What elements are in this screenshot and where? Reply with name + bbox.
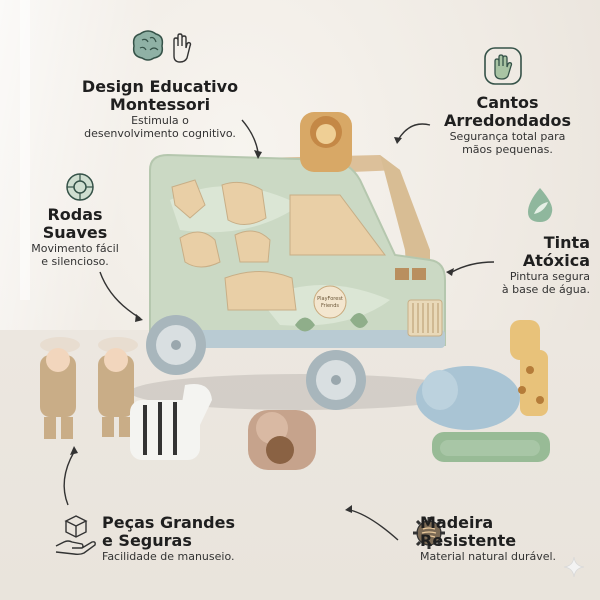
shape-sorter-truck xyxy=(149,153,446,348)
callout-arrowheads xyxy=(70,137,454,513)
feature-pecas: Peças Grandes e Seguras Facilidade de ma… xyxy=(102,513,262,564)
feature-cantos-desc-1: Segurança total para xyxy=(449,130,566,143)
badge-line2: Friends xyxy=(321,303,339,309)
feature-pecas-desc-1: Facilidade de manuseio. xyxy=(102,550,235,563)
feature-rodas-desc-2: e silencioso. xyxy=(41,255,109,268)
feature-design-desc-1: Estimula o xyxy=(131,114,189,127)
tire-icon xyxy=(66,173,94,201)
truck-shadow xyxy=(130,374,470,410)
sparkle-icon xyxy=(563,556,585,578)
giraffe-figure xyxy=(510,320,548,416)
feature-rodas-title-2: Suaves xyxy=(42,223,108,242)
monkey-figure xyxy=(248,410,316,470)
leaf-drop-icon xyxy=(528,188,553,222)
feature-pecas-title-2: e Seguras xyxy=(102,531,192,550)
badge-line1: PlayForest xyxy=(317,296,343,302)
explorer-figure-2 xyxy=(98,337,138,437)
gear-wood-icon xyxy=(413,517,445,549)
front-wheel xyxy=(306,350,366,410)
callout-arrows xyxy=(63,119,495,541)
feature-design-desc-2: desenvolvimento cognitivo. xyxy=(84,127,236,140)
feature-pecas-title-1: Peças Grandes xyxy=(102,513,235,532)
window-frame xyxy=(20,0,30,300)
explorer-figure-1 xyxy=(40,337,80,439)
feature-madeira-desc-1: Material natural durável. xyxy=(420,550,557,563)
feature-tinta-title-2: Atóxica xyxy=(522,251,590,270)
crocodile-figure xyxy=(432,432,550,462)
feature-cantos-title-1: Cantos xyxy=(476,93,539,112)
feature-design: Design Educativo Montessori Estimula o d… xyxy=(70,77,250,141)
feature-tinta-title-1: Tinta xyxy=(543,233,590,252)
feature-tinta-desc-2: à base de água. xyxy=(501,283,590,296)
feature-design-title-1: Design Educativo xyxy=(81,77,239,96)
feature-madeira: Madeira Resistente Material natural durá… xyxy=(420,513,570,564)
feature-rodas: Rodas Suaves Movimento fácil e silencios… xyxy=(20,205,130,269)
feature-cantos-title-2: Arredondados xyxy=(443,111,572,130)
hand-icon-cantos xyxy=(484,47,522,85)
feature-cantos: Cantos Arredondados Segurança total para… xyxy=(430,93,585,157)
box-hand-icon xyxy=(55,515,96,556)
rear-wheel xyxy=(146,315,206,375)
feature-rodas-title-1: Rodas xyxy=(47,205,103,224)
zebra-figure xyxy=(130,384,212,460)
feature-design-title-2: Montessori xyxy=(109,95,211,114)
lion-figure xyxy=(300,112,352,172)
feature-madeira-title-1: Madeira xyxy=(420,513,494,532)
brain-icon xyxy=(132,30,164,61)
hand-icon xyxy=(173,33,192,63)
feature-cantos-desc-2: mãos pequenas. xyxy=(462,143,553,156)
feature-rodas-desc-1: Movimento fácil xyxy=(31,242,119,255)
feature-tinta-desc-1: Pintura segura xyxy=(509,270,590,283)
feature-tinta: Tinta Atóxica Pintura segura à base de á… xyxy=(470,233,590,297)
feature-madeira-title-2: Resistente xyxy=(420,531,517,550)
elephant-figure xyxy=(416,366,520,430)
